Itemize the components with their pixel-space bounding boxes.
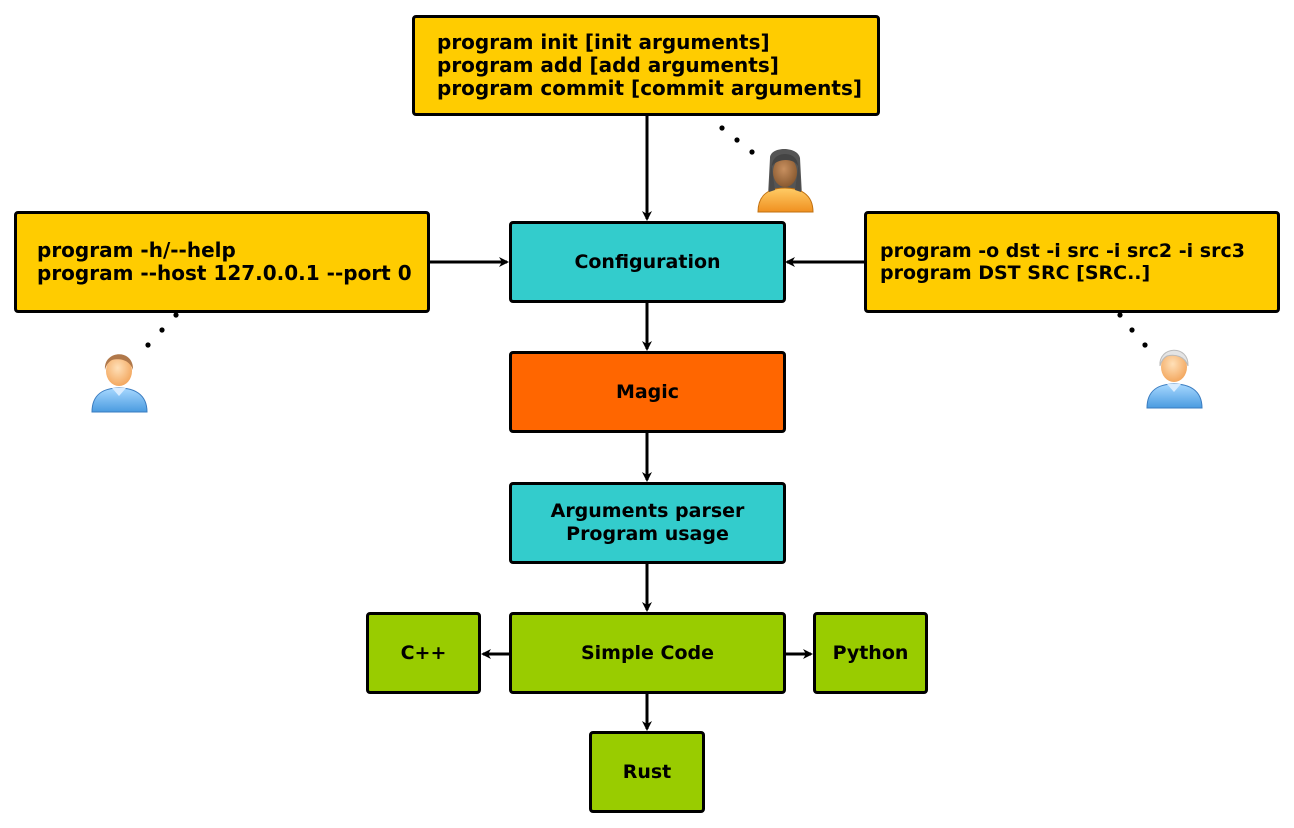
subcommand-commit-line: program commit [commit arguments] [437, 76, 863, 100]
dotted-connector-top [719, 125, 755, 155]
user-brown-hair-icon [91, 354, 148, 413]
rust-box: Rust [589, 731, 705, 813]
options-usage-box: program -h/--help program --host 127.0.0… [14, 211, 430, 313]
dotted-connector-left [145, 312, 179, 348]
python-box: Python [813, 612, 928, 694]
subcommands-usage-box: program init [init arguments] program ad… [412, 15, 880, 116]
host-port-option-line: program --host 127.0.0.1 --port 0 [37, 261, 412, 285]
cpp-box: C++ [366, 612, 481, 694]
subcommand-add-line: program add [add arguments] [437, 53, 779, 77]
rust-label: Rust [622, 760, 672, 783]
subcommand-init-line: program init [init arguments] [437, 30, 770, 54]
positional-usage-box: program -o dst -i src -i src2 -i src3 pr… [864, 211, 1280, 313]
user-white-hair-icon [1146, 349, 1203, 409]
simple-code-label: Simple Code [580, 641, 715, 664]
dotted-connector-right [1117, 312, 1148, 348]
simple-code-box: Simple Code [509, 612, 786, 694]
arguments-parser-box: Arguments parser Program usage [509, 482, 786, 564]
positional-args-line: program DST SRC [SRC..] [880, 262, 1151, 284]
help-option-line: program -h/--help [37, 238, 236, 262]
magic-box: Magic [509, 351, 786, 433]
configuration-label: Configuration [574, 250, 721, 273]
program-usage-label: Program usage [566, 523, 729, 545]
user-dark-hair-icon [757, 149, 814, 213]
dst-src-option-line: program -o dst -i src -i src2 -i src3 [880, 240, 1245, 262]
python-label: Python [832, 641, 909, 664]
configuration-box: Configuration [509, 221, 786, 303]
cpp-label: C++ [400, 641, 447, 664]
arguments-parser-label: Arguments parser [550, 500, 745, 522]
magic-label: Magic [615, 380, 680, 403]
